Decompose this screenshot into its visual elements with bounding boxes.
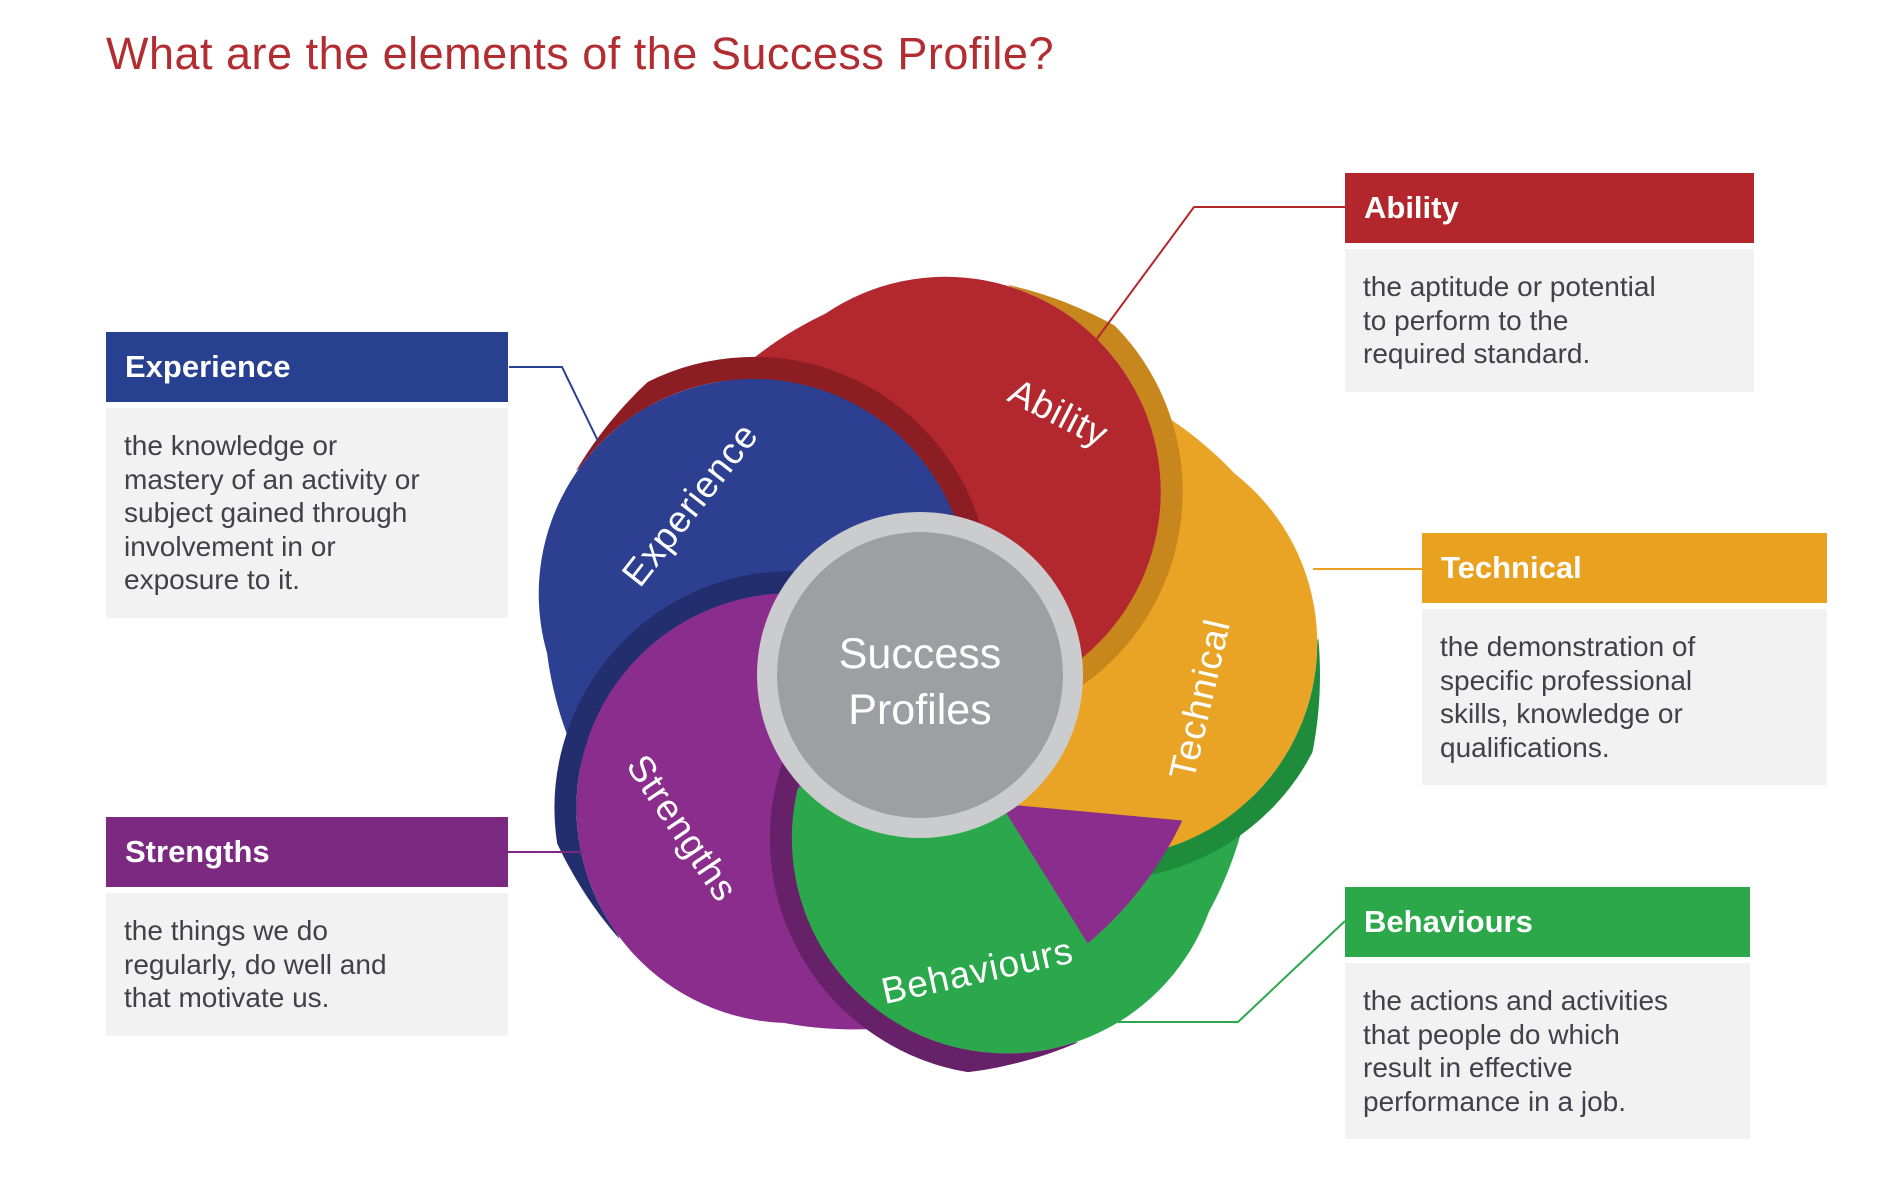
callout-ability: Ability the aptitude or potential to per… [1345,173,1754,392]
callout-experience: Experience the knowledge or mastery of a… [106,332,508,618]
callout-behaviours: Behaviours the actions and activities th… [1345,887,1750,1139]
callout-behaviours-body: the actions and activities that people d… [1345,963,1750,1139]
connector-ability [1095,206,1345,341]
connector-experience [509,366,599,442]
page-title: What are the elements of the Success Pro… [106,28,1054,79]
callout-experience-body: the knowledge or mastery of an activity … [106,408,508,618]
callout-technical-body: the demonstration of specific profession… [1422,609,1827,785]
callout-experience-title: Experience [106,332,508,402]
callout-technical: Technical the demonstration of specific … [1422,533,1827,785]
callout-technical-title: Technical [1422,533,1827,603]
callout-strengths-body: the things we do regularly, do well and … [106,893,508,1036]
center-text-line1: Success [839,630,1002,678]
connector-behaviours [1118,920,1346,1023]
center-disc [777,532,1063,818]
callout-strengths: Strengths the things we do regularly, do… [106,817,508,1036]
callout-ability-title: Ability [1345,173,1754,243]
center-text-line2: Profiles [848,686,991,734]
callout-behaviours-title: Behaviours [1345,887,1750,957]
callout-ability-body: the aptitude or potential to perform to … [1345,249,1754,392]
callout-strengths-title: Strengths [106,817,508,887]
